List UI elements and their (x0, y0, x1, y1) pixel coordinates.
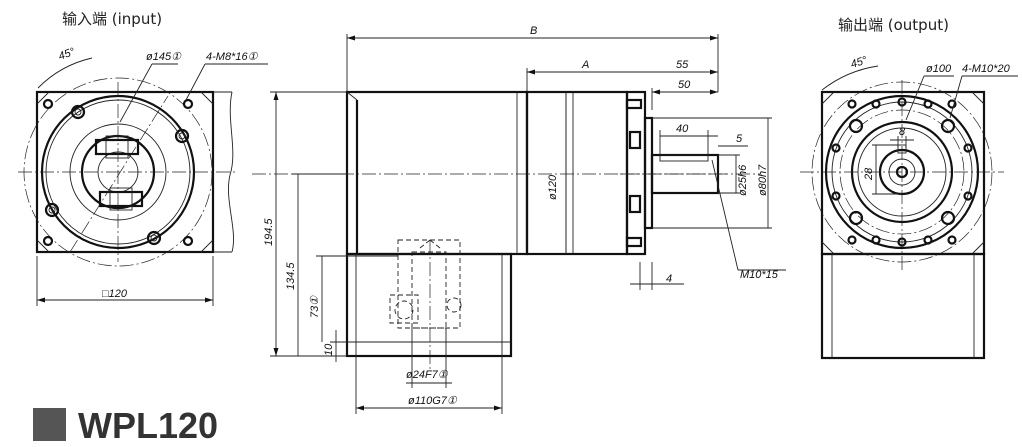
thread-callout: M10*15 (740, 269, 779, 281)
output-lower-body (820, 252, 986, 360)
side-view: B A 55 50 ø120 (252, 25, 786, 414)
output-holes-callout: 4-M10*20 (962, 63, 1011, 75)
dim-B: B (530, 25, 537, 37)
input-holes-callout: 4-M8*16① (206, 51, 259, 63)
input-bolt-holes (42, 98, 194, 247)
dim-d110: ø110G7① (408, 395, 458, 407)
dim-5: 5 (736, 133, 743, 145)
output-key-height: 28 (863, 167, 875, 181)
input-bore-callout: ø145① (146, 51, 182, 63)
input-clamp-screws (94, 135, 144, 211)
output-pcd-callout: ø100 (926, 63, 952, 75)
dim-h73: 73① (309, 295, 321, 318)
dim-d24: ø24F7① (406, 369, 449, 381)
input-square-size: □120 (102, 288, 128, 300)
housing-body (345, 90, 529, 256)
output-flange-body (525, 90, 629, 256)
dim-55: 55 (676, 59, 689, 71)
motor-adapter (345, 252, 513, 358)
shaft-key (659, 154, 709, 162)
output-key-width: 8 (899, 126, 906, 138)
model-name: WPL120 (78, 405, 218, 446)
input-view: 输入端 (input) (18, 10, 268, 306)
dim-d120: ø120 (547, 174, 559, 200)
dim-40: 40 (676, 123, 689, 135)
output-view: 输出端 (output) (800, 16, 1018, 360)
input-view-title: 输入端 (input) (62, 10, 162, 28)
dim-h134: 134.5 (285, 262, 297, 290)
output-bolt-holes (831, 97, 973, 247)
model-label: WPL120 (33, 405, 218, 446)
dim-h10: 10 (323, 343, 335, 356)
dim-50: 50 (678, 79, 691, 91)
input-angle-label: 45° (57, 46, 77, 63)
dim-4: 4 (666, 273, 672, 285)
dim-h194: 194.5 (263, 218, 275, 246)
model-square-icon (33, 408, 66, 441)
dim-d80: ø80h7 (757, 164, 769, 196)
output-square-flange (820, 90, 986, 256)
dim-d25: ø25h6 (737, 164, 749, 196)
output-angle-label: 45° (849, 54, 869, 71)
dim-A: A (581, 59, 589, 71)
output-view-title: 输出端 (output) (838, 16, 949, 34)
